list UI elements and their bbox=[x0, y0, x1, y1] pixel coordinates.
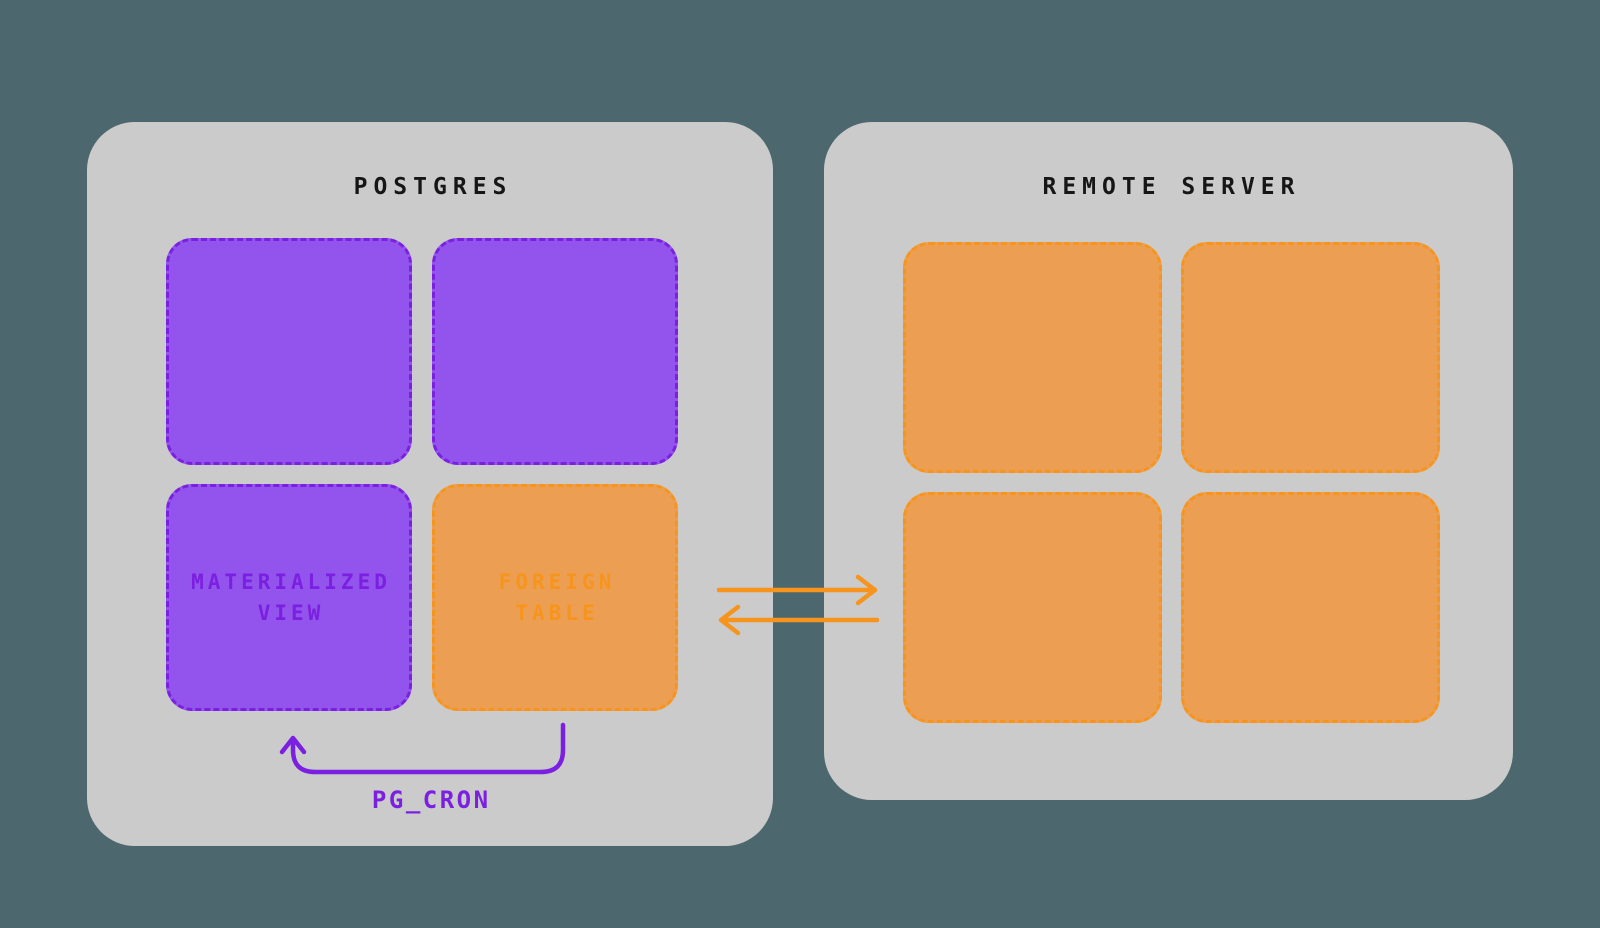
postgres-container: POSTGRES MATERIALIZED VIEW FOREIGN TABLE bbox=[87, 122, 773, 846]
foreign-table-box: FOREIGN TABLE bbox=[432, 484, 678, 711]
materialized-view-box: MATERIALIZED VIEW bbox=[166, 484, 412, 711]
remote-table-box-4 bbox=[1181, 492, 1440, 723]
postgres-table-box-1 bbox=[166, 238, 412, 465]
foreign-table-label: FOREIGN TABLE bbox=[498, 570, 616, 625]
remote-server-container: REMOTE SERVER bbox=[824, 122, 1513, 800]
remote-server-title: REMOTE SERVER bbox=[1042, 174, 1301, 200]
remote-table-box-1 bbox=[903, 242, 1162, 473]
postgres-table-box-2 bbox=[432, 238, 678, 465]
remote-table-box-3 bbox=[903, 492, 1162, 723]
postgres-title: POSTGRES bbox=[353, 174, 513, 200]
materialized-view-label: MATERIALIZED VIEW bbox=[191, 570, 391, 625]
pg-cron-label: PG_CRON bbox=[371, 786, 491, 814]
remote-table-box-2 bbox=[1181, 242, 1440, 473]
